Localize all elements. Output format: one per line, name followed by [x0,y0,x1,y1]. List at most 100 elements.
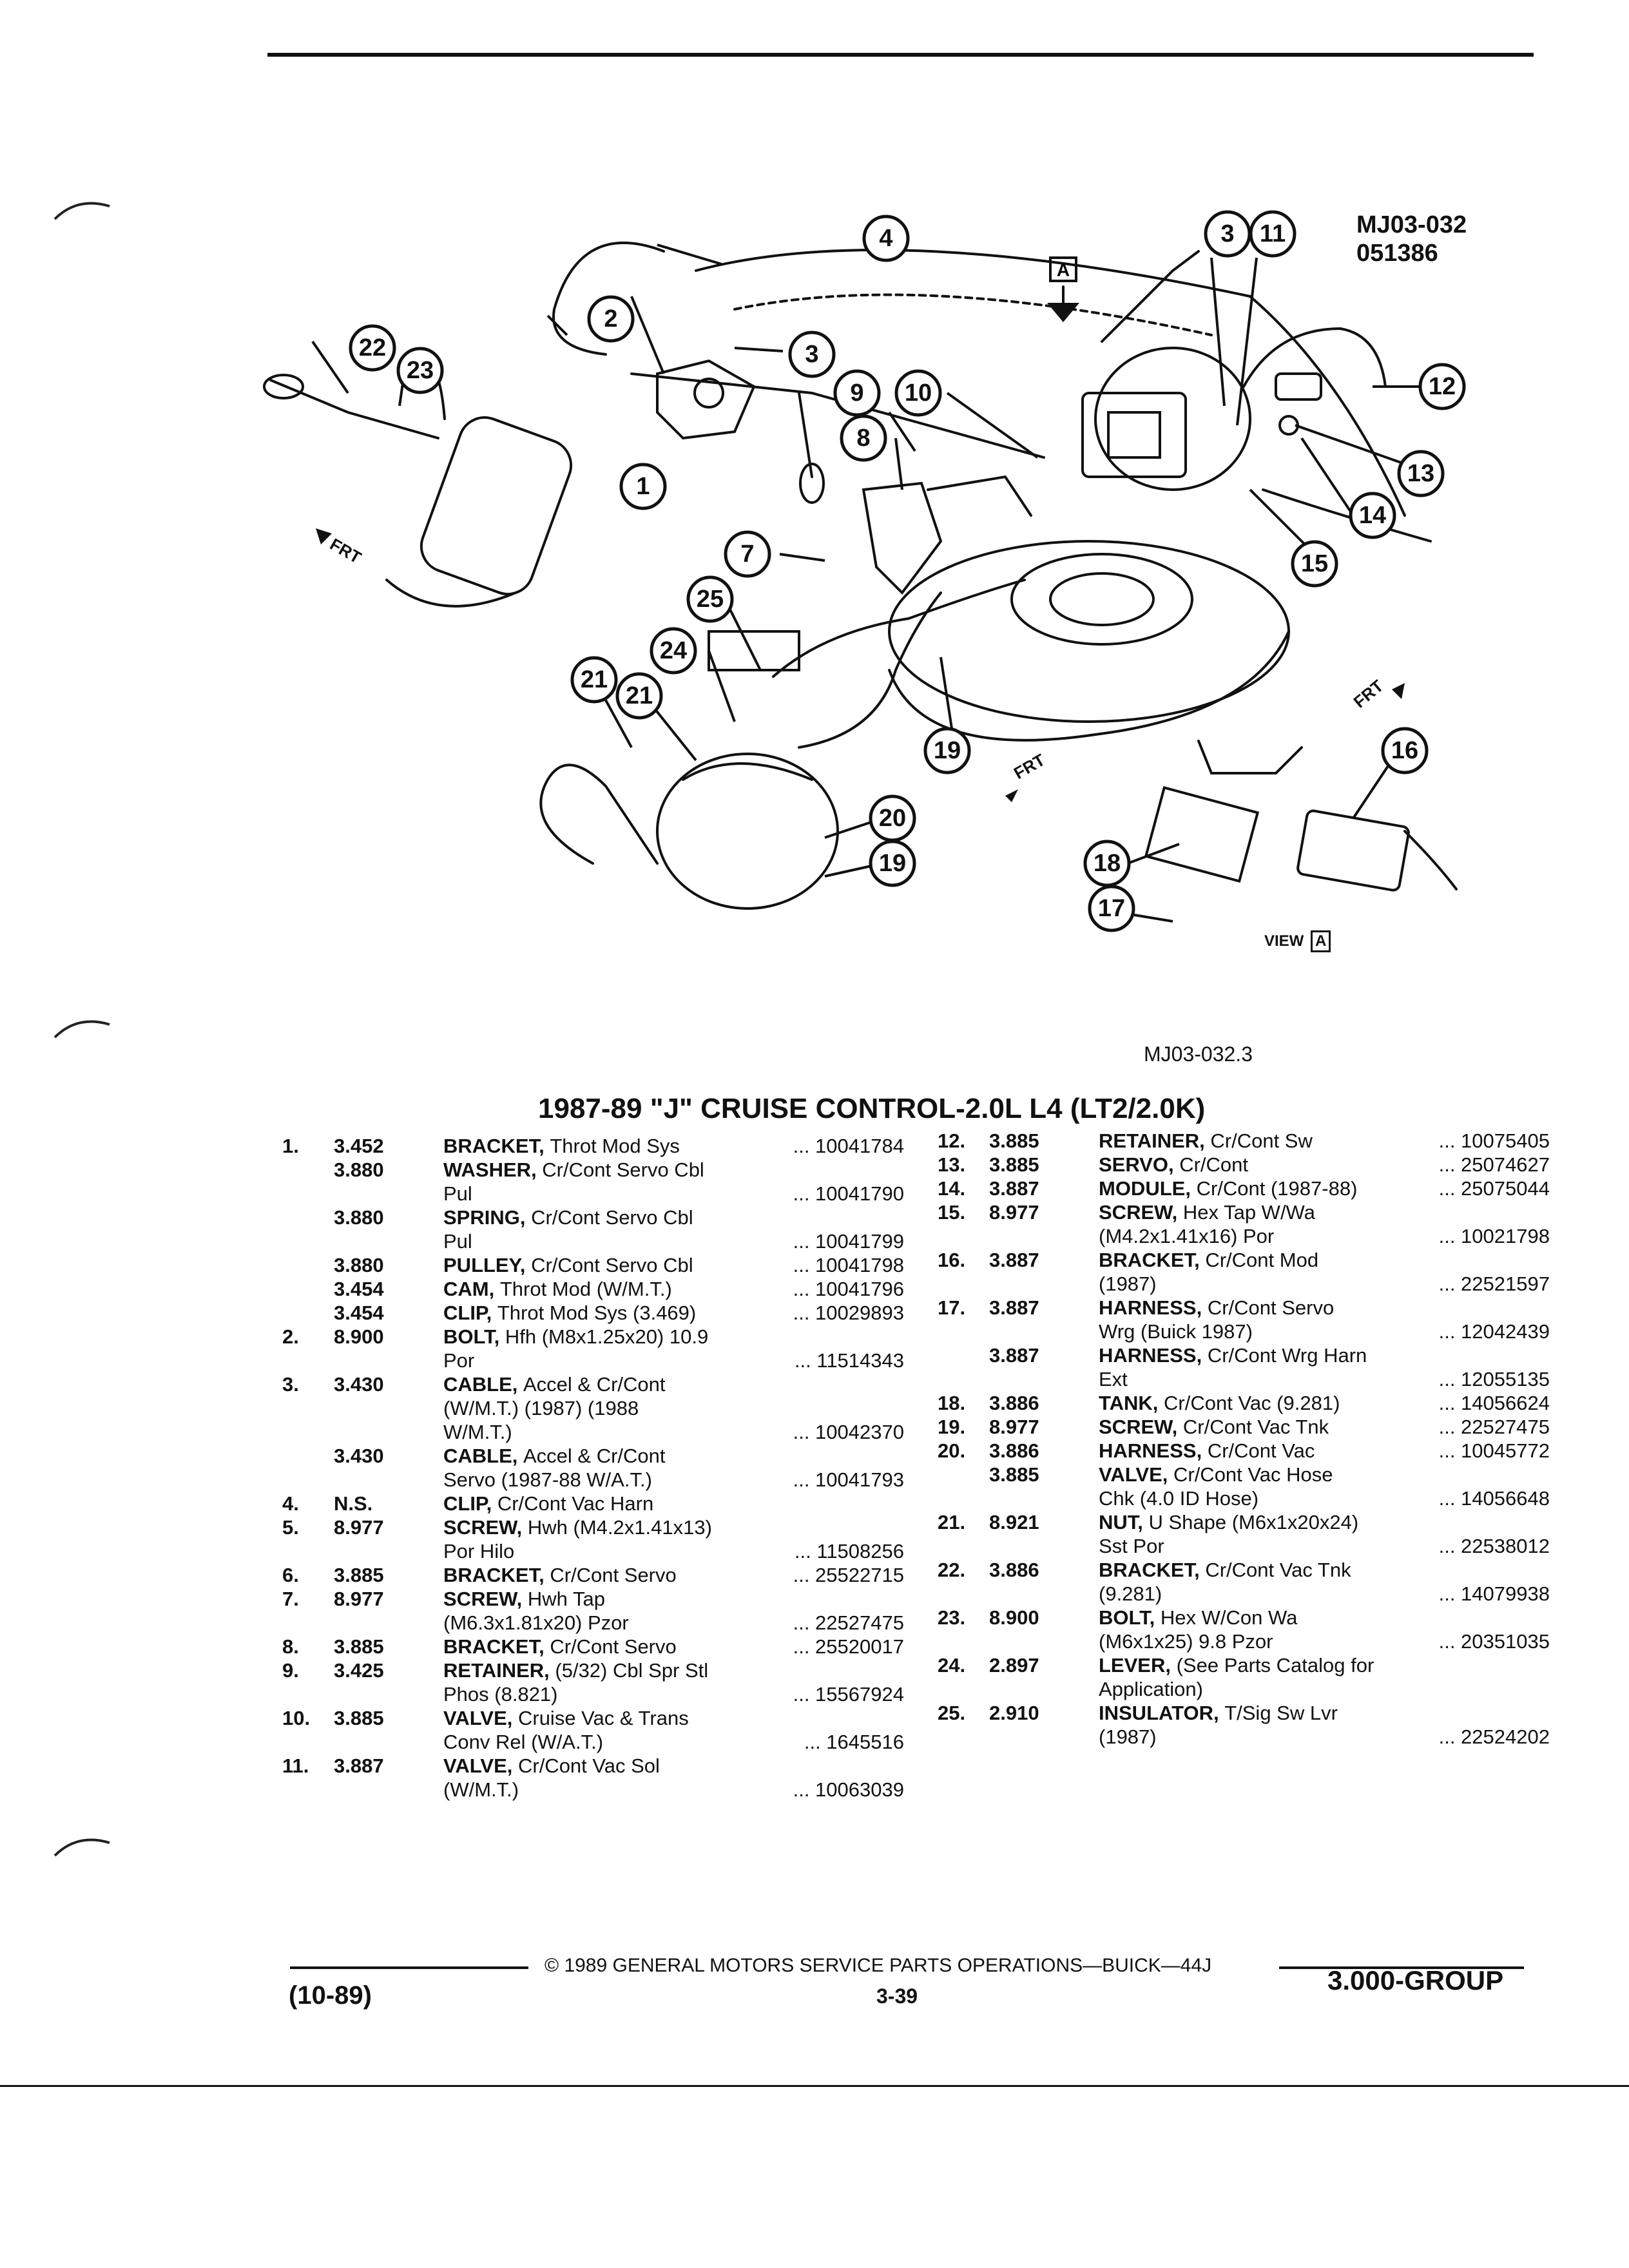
description-line: CABLE, Accel & Cr/Cont [443,1372,904,1396]
part-number: ... 10041796 [793,1278,904,1300]
item-number: 22. [938,1559,966,1581]
section-title: 1987-89 "J" CRUISE CONTROL-2.0L L4 (LT2/… [538,1093,1206,1124]
group-code: 3.886 [989,1439,1039,1462]
parts-row: 4.N.S.CLIP, Cr/Cont Vac Harn [282,1492,904,1515]
callout-22: 24 [650,627,697,675]
item-number: 14. [938,1177,966,1200]
group-code: 3.885 [334,1707,384,1729]
item-number: 16. [938,1249,966,1271]
part-name: PULLEY, [443,1254,532,1276]
callout-10: 12 [1418,363,1466,410]
description-line: Phos (8.821) ... 15567924 [443,1682,904,1706]
part-description: BRACKET, Throt Mod Sys ... 10041784 [443,1134,904,1158]
callout-3-servo: 3 [1204,210,1251,258]
part-name: BOLT, [443,1325,505,1348]
figure-caption: MJ03-032.3 [1144,1043,1253,1066]
part-description: BRACKET, Cr/Cont Servo ... 25522715 [443,1563,904,1587]
part-name: CABLE, [443,1445,523,1467]
group-code: 3.887 [989,1296,1039,1319]
part-name: CLIP, [443,1492,497,1515]
part-name: HARNESS, [1099,1296,1208,1319]
frt-arrow-right-icon [1392,683,1405,699]
part-name: BRACKET, [1099,1249,1206,1271]
part-description: SCREW, Hwh Tap(M6.3x1.81x20) Pzor ... 22… [443,1587,904,1635]
svg-text:13: 13 [1407,460,1434,487]
group-code: N.S. [334,1492,373,1515]
part-description: PULLEY, Cr/Cont Servo Cbl ... 10041798 [443,1253,904,1277]
callout-12: 14 [1349,492,1396,539]
view-a-marker: A [1057,260,1070,280]
punch-mark-top [53,202,110,220]
description-line: NUT, U Shape (M6x1x20x24) [1099,1510,1550,1534]
part-number: ... 10041784 [793,1135,904,1157]
description-text: (M6x1x25) 9.8 Pzor [1099,1630,1273,1653]
description-line: CAM, Throt Mod (W/M.T.) ... 10041796 [443,1277,904,1301]
part-number: ... 14056624 [1438,1392,1550,1414]
footer-group: 3.000-GROUP [1327,1965,1504,1995]
part-name: VALVE, [443,1754,518,1777]
part-number: ... 22521597 [1438,1273,1550,1295]
part-description: NUT, U Shape (M6x1x20x24)Sst Por ... 225… [1099,1510,1550,1558]
part-description: BOLT, Hex W/Con Wa(M6x1x25) 9.8 Pzor ...… [1099,1606,1550,1653]
part-name: SERVO, [1099,1153,1180,1176]
callout-21: 2321 [615,672,663,720]
group-code: 3.452 [334,1135,384,1157]
svg-text:22: 22 [359,334,386,361]
description-line: SCREW, Hex Tap W/Wa [1099,1200,1550,1224]
part-number: ... 10041798 [793,1254,904,1276]
part-description: BRACKET, Cr/Cont Servo ... 25520017 [443,1635,904,1658]
item-number: 3. [282,1373,299,1396]
description-text: Throt Mod Sys (3.469) [497,1302,697,1324]
punch-mark-middle [53,1020,110,1039]
description-line: RETAINER, (5/32) Cbl Spr Stl [443,1658,904,1682]
frt-arrow-center-icon [1005,789,1018,802]
description-text: Cr/Cont Vac [1207,1439,1315,1462]
item-number: 7. [282,1588,299,1610]
part-description: VALVE, Cr/Cont Vac Sol(W/M.T.) ... 10063… [443,1754,904,1802]
view-letter-box: A [1311,930,1331,952]
part-description: SCREW, Hex Tap W/Wa(M4.2x1.41x16) Por ..… [1099,1200,1550,1248]
description-line: BRACKET, Throt Mod Sys ... 10041784 [443,1134,904,1158]
description-line: SCREW, Hwh (M4.2x1.41x13) [443,1515,904,1539]
description-line: BOLT, Hex W/Con Wa [1099,1606,1550,1629]
description-line: SPRING, Cr/Cont Servo Cbl [443,1206,904,1229]
group-code: 3.454 [334,1302,384,1324]
description-line: Pul ... 10041790 [443,1182,904,1206]
callout-11: 13 [1397,450,1445,497]
description-text: Cr/Cont Sw [1210,1129,1313,1152]
description-text: Cr/Cont Vac Tnk [1182,1416,1329,1438]
callout-3: 3 [788,331,836,378]
svg-text:9: 9 [850,380,863,407]
footer-rule-left [290,1966,528,1969]
group-code: 3.425 [334,1659,384,1682]
description-text: Cr/Cont Servo Cbl [542,1158,704,1181]
description-text: Accel & Cr/Cont [523,1373,666,1396]
description-text: Hfh (M8x1.25x20) 10.9 [505,1325,709,1348]
callout-18: 20 [869,794,916,842]
group-code: 3.880 [334,1254,384,1276]
part-number: ... 10075405 [1438,1129,1550,1152]
part-number: ... 25074627 [1438,1153,1550,1176]
part-number: ... 14079938 [1438,1582,1550,1605]
item-number: 21. [938,1511,966,1533]
description-text: W/M.T.) [443,1421,512,1443]
part-description: SCREW, Hwh (M4.2x1.41x13)Por Hilo ... 11… [443,1515,904,1563]
part-name: SPRING, [443,1206,532,1229]
part-name: INSULATOR, [1099,1702,1225,1724]
item-number: 9. [282,1659,299,1682]
description-line: Conv Rel (W/A.T.) ... 1645516 [443,1730,904,1754]
